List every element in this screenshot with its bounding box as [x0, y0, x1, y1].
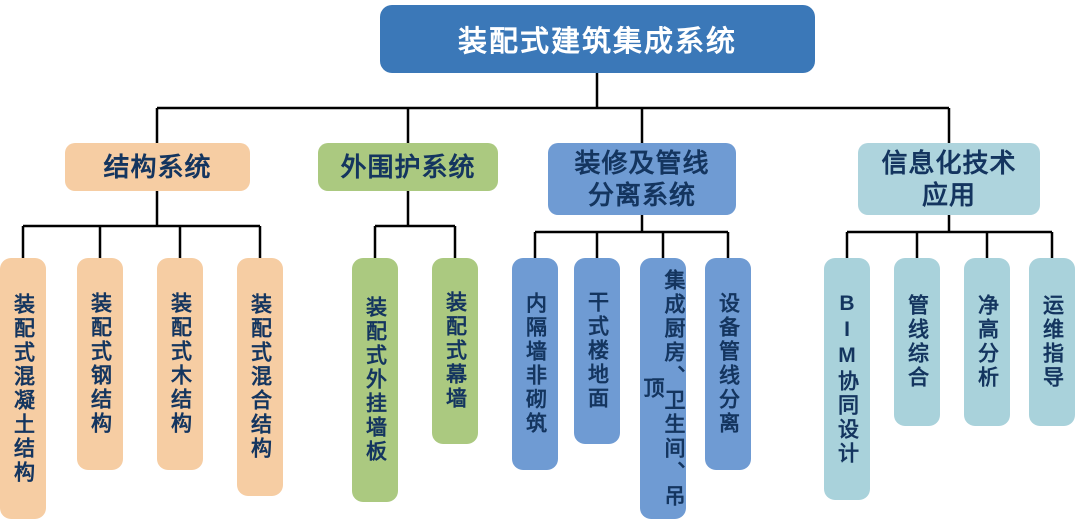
leaf-dry-floor: 干式楼地面 [574, 258, 620, 444]
leaf-clear-height-analysis: 净高分析 [964, 258, 1010, 426]
leaf-equipment-pipeline-separation: 设备管线分离 [705, 258, 751, 470]
group-header-structural-system: 结构系统 [65, 143, 250, 191]
group-header-envelope-system: 外围护系统 [318, 143, 498, 191]
leaf-operation-maintenance-guidance: 运维指导 [1029, 258, 1075, 426]
leaf-prefab-exterior-wall-panel: 装配式外挂墙板 [352, 258, 398, 502]
leaf-prefab-hybrid-structure: 装配式混合结构 [237, 258, 283, 496]
leaf-label: 设备管线分离 [716, 292, 740, 436]
group-label-line2: 应用 [921, 180, 976, 210]
leaf-prefab-steel-structure: 装配式钢结构 [77, 258, 123, 470]
leaf-prefab-concrete-structure: 装配式混凝土结构 [0, 258, 46, 519]
leaf-integrated-kitchen-bath-ceiling: 集成厨房、卫生间、吊顶 [640, 258, 686, 519]
group-header-mep-separation-system: 装修及管线 分离系统 [548, 143, 736, 215]
connector-root [155, 73, 951, 143]
group-label-line1: 装修及管线 [574, 147, 710, 178]
leaf-label: 内隔墙非砌筑 [523, 292, 547, 436]
connector-group-envelope [373, 191, 457, 258]
group-label-line1: 信息化技术 [881, 147, 1017, 178]
group-header-information-technology: 信息化技术 应用 [858, 143, 1040, 215]
leaf-label: 装配式混凝土结构 [11, 292, 35, 485]
connector-group-info [845, 215, 1054, 258]
connector-group-structure [21, 191, 262, 258]
leaf-label: 运维指导 [1040, 294, 1064, 390]
leaf-bim-collaborative-design: BIM协同设计 [824, 258, 870, 500]
leaf-label: 集成厨房、卫生间、吊顶 [641, 268, 685, 509]
leaf-non-masonry-partition: 内隔墙非砌筑 [512, 258, 558, 470]
leaf-label: 净高分析 [975, 294, 999, 390]
leaf-prefab-curtain-wall: 装配式幕墙 [432, 258, 478, 444]
leaf-label: 装配式幕墙 [443, 291, 467, 411]
leaf-label: 干式楼地面 [585, 291, 609, 411]
leaf-label: BIM协同设计 [835, 292, 859, 466]
group-label-line2: 分离系统 [587, 180, 696, 210]
leaf-label: 装配式混合结构 [248, 293, 272, 461]
leaf-pipeline-integration: 管线综合 [894, 258, 940, 426]
group-label: 外围护系统 [340, 151, 476, 182]
group-label: 结构系统 [103, 151, 212, 182]
leaf-label: 装配式木结构 [168, 292, 192, 436]
connector-group-mep [533, 215, 730, 258]
leaf-label: 装配式钢结构 [88, 292, 112, 436]
root-node: 装配式建筑集成系统 [380, 5, 815, 73]
root-label: 装配式建筑集成系统 [457, 26, 737, 58]
leaf-label: 管线综合 [905, 294, 929, 390]
leaf-label: 装配式外挂墙板 [363, 296, 387, 464]
leaf-prefab-timber-structure: 装配式木结构 [157, 258, 203, 470]
